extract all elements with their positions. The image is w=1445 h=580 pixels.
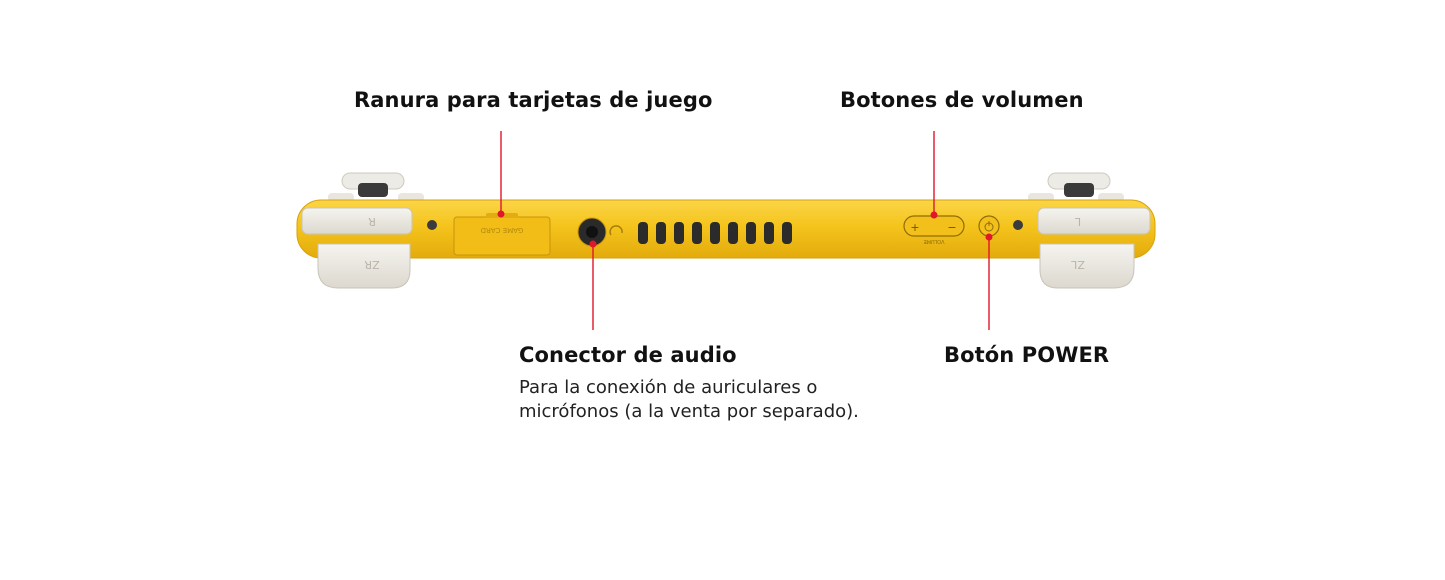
volume-minus-label: −	[947, 221, 956, 234]
console-body	[296, 199, 1156, 259]
right-analog-stick	[1047, 172, 1111, 197]
power-button[interactable]	[978, 215, 1000, 237]
r-bumper[interactable]: R	[301, 207, 413, 235]
power-button-label: Botón POWER	[944, 343, 1110, 367]
audio-jack-label: Conector de audio	[519, 343, 737, 367]
headphone-icon	[609, 225, 623, 236]
audio-jack[interactable]	[577, 217, 607, 247]
game-card-slot[interactable]: GAME CARD	[453, 213, 551, 256]
volume-label: VOLUME	[924, 238, 945, 244]
zl-trigger[interactable]: ZL	[1039, 243, 1135, 289]
callout-lines	[500, 131, 990, 330]
zr-trigger[interactable]: ZR	[317, 243, 411, 289]
l-label: L	[1074, 215, 1081, 228]
audio-jack-description-line-2: micrófonos (a la venta por separado).	[519, 401, 859, 422]
volume-buttons-label: Botones de volumen	[840, 88, 1084, 112]
game-card-slot-label: Ranura para tarjetas de juego	[354, 88, 713, 112]
r-label: R	[368, 215, 376, 228]
audio-jack-description-line-1: Para la conexión de auriculares o	[519, 377, 818, 398]
speaker-grille	[638, 222, 792, 244]
volume-buttons[interactable]: + − VOLUME	[903, 215, 965, 244]
callout-dots	[497, 210, 993, 248]
game-card-label: GAME CARD	[481, 226, 524, 234]
right-screw	[1013, 220, 1023, 230]
l-bumper[interactable]: L	[1037, 207, 1151, 235]
volume-plus-label: +	[910, 221, 919, 234]
left-screw	[427, 220, 437, 230]
zr-label: ZR	[364, 258, 380, 271]
left-analog-stick	[341, 172, 405, 197]
zl-label: ZL	[1070, 258, 1085, 271]
